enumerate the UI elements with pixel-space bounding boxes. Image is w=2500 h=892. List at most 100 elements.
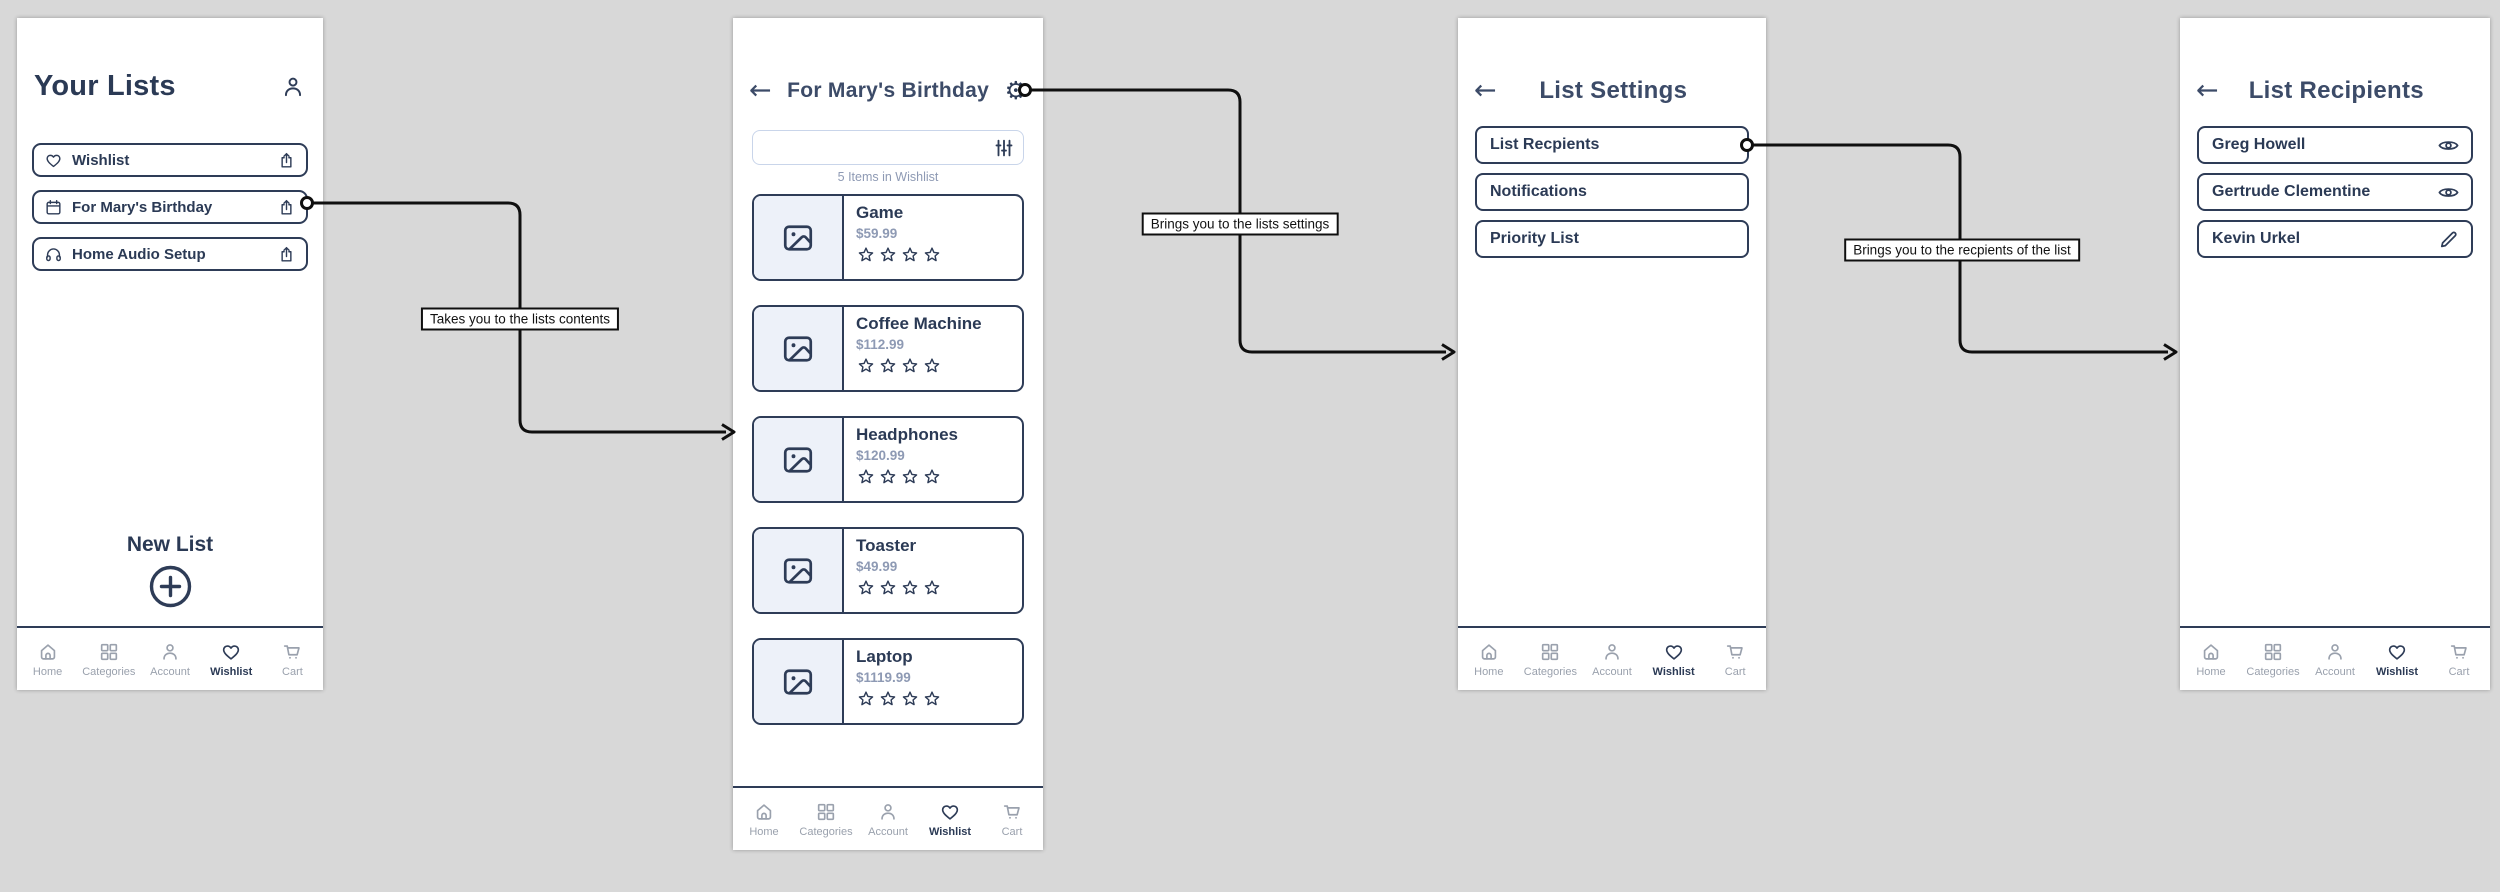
nav-item-home[interactable]: Home (733, 801, 795, 838)
item-card-coffee-machine[interactable]: Coffee Machine $112.99 (752, 305, 1024, 392)
star-rating (856, 467, 1010, 487)
recipient-name: Gertrude Clementine (2212, 183, 2371, 200)
nav-item-account[interactable]: Account (2304, 641, 2366, 678)
nav-item-home[interactable]: Home (17, 641, 78, 678)
list-item-wishlist[interactable]: Wishlist (32, 143, 308, 177)
profile-icon[interactable] (280, 74, 306, 100)
wishlist-icon (2386, 641, 2408, 663)
nav-item-home[interactable]: Home (2180, 641, 2242, 678)
page-title: List Recipients (2248, 77, 2424, 104)
nav-label: Wishlist (928, 825, 972, 838)
item-card-game[interactable]: Game $59.99 (752, 194, 1024, 281)
list-item-home-audio-setup[interactable]: Home Audio Setup (32, 237, 308, 271)
nav-label: Categories (799, 825, 853, 838)
share-icon[interactable] (277, 198, 296, 217)
recipient-name: Greg Howell (2212, 136, 2306, 153)
nav-label: Wishlist (210, 665, 253, 678)
eye-icon[interactable] (2437, 181, 2460, 204)
recipient-greg-howell[interactable]: Greg Howell (2197, 126, 2473, 164)
nav-item-categories[interactable]: Categories (1520, 641, 1582, 678)
item-price: $112.99 (856, 337, 905, 352)
image-placeholder-icon (754, 196, 844, 279)
item-name: Toaster (856, 536, 917, 555)
star-rating (856, 578, 1010, 598)
nav-item-cart[interactable]: Cart (2428, 641, 2490, 678)
item-price: $49.99 (856, 559, 898, 574)
nav-label: Cart (2448, 665, 2470, 678)
filter-icon[interactable] (993, 137, 1015, 159)
screen-your-lists: Your Lists Wishlist For Mary's Birthday … (17, 18, 323, 690)
item-name: Coffee Machine (856, 314, 982, 333)
nav-item-categories[interactable]: Categories (2242, 641, 2304, 678)
list-contents-header: ← For Mary's Birthday ⚙ (749, 75, 1027, 107)
screen-list-recipients: ← List Recipients Greg Howell Gertrude C… (2180, 18, 2490, 690)
item-card-laptop[interactable]: Laptop $1119.99 (752, 638, 1024, 725)
nav-item-categories[interactable]: Categories (795, 801, 857, 838)
nav-label: Account (150, 665, 190, 678)
option-label: Notifications (1490, 183, 1587, 200)
nav-label: Cart (282, 665, 303, 678)
wishlist-icon (1663, 641, 1685, 663)
nav-item-account[interactable]: Account (139, 641, 200, 678)
option-priority-list[interactable]: Priority List (1475, 220, 1749, 258)
new-list-section: New List (17, 533, 323, 609)
screen-list-settings: ← List Settings List Recpients Notificat… (1458, 18, 1766, 690)
connector-2-label: Brings you to the lists settings (1141, 212, 1339, 236)
back-arrow-icon[interactable]: ← (1474, 75, 1497, 106)
item-card-headphones[interactable]: Headphones $120.99 (752, 416, 1024, 503)
nav-item-wishlist[interactable]: Wishlist (201, 641, 262, 678)
image-placeholder-icon (754, 418, 844, 501)
nav-item-home[interactable]: Home (1458, 641, 1520, 678)
wishlist-icon (939, 801, 961, 823)
nav-item-wishlist[interactable]: Wishlist (1643, 641, 1705, 678)
share-icon[interactable] (277, 151, 296, 170)
add-list-button[interactable] (148, 564, 193, 609)
share-icon[interactable] (277, 245, 296, 264)
nav-label: Cart (1001, 825, 1023, 838)
nav-label: Home (2196, 665, 2226, 678)
option-notifications[interactable]: Notifications (1475, 173, 1749, 211)
gear-icon[interactable]: ⚙ (1004, 76, 1027, 105)
connector-3-arrowhead (2163, 343, 2178, 361)
eye-icon[interactable] (2437, 134, 2460, 157)
list-recipients-header: ← List Recipients (2196, 75, 2474, 107)
categories-icon (98, 641, 120, 663)
pencil-icon[interactable] (2437, 228, 2460, 251)
option-list-recpients[interactable]: List Recpients (1475, 126, 1749, 164)
account-icon (2324, 641, 2346, 663)
search-input[interactable] (752, 130, 1024, 165)
list-settings-header: ← List Settings (1474, 75, 1750, 107)
cart-icon (281, 641, 303, 663)
back-arrow-icon[interactable]: ← (749, 75, 772, 106)
image-placeholder-icon (754, 307, 844, 390)
heart-icon (44, 151, 63, 170)
nav-item-account[interactable]: Account (1581, 641, 1643, 678)
page-title: Your Lists (34, 70, 176, 102)
item-name: Game (856, 203, 904, 222)
recipients-list: Greg Howell Gertrude Clementine Kevin Ur… (2197, 126, 2473, 258)
star-rating (856, 356, 1010, 376)
nav-item-account[interactable]: Account (857, 801, 919, 838)
back-arrow-icon[interactable]: ← (2196, 75, 2219, 106)
list-label: For Mary's Birthday (72, 198, 213, 216)
recipient-name: Kevin Urkel (2212, 230, 2301, 247)
nav-label: Categories (2246, 665, 2300, 678)
calendar-icon (44, 198, 63, 217)
item-price: $1119.99 (856, 670, 911, 685)
recipient-kevin-urkel[interactable]: Kevin Urkel (2197, 220, 2473, 258)
nav-item-wishlist[interactable]: Wishlist (2366, 641, 2428, 678)
star-rating (856, 689, 1010, 709)
connector-2-arrowhead (1441, 343, 1456, 361)
nav-item-cart[interactable]: Cart (262, 641, 323, 678)
nav-item-cart[interactable]: Cart (1704, 641, 1766, 678)
nav-label: Categories (82, 665, 136, 678)
items-count: 5 Items in Wishlist (837, 170, 939, 184)
nav-item-categories[interactable]: Categories (78, 641, 139, 678)
categories-icon (1539, 641, 1561, 663)
list-item-for-marys-birthday[interactable]: For Mary's Birthday (32, 190, 308, 224)
nav-item-wishlist[interactable]: Wishlist (919, 801, 981, 838)
nav-item-cart[interactable]: Cart (981, 801, 1043, 838)
recipient-gertrude-clementine[interactable]: Gertrude Clementine (2197, 173, 2473, 211)
item-card-toaster[interactable]: Toaster $49.99 (752, 527, 1024, 614)
